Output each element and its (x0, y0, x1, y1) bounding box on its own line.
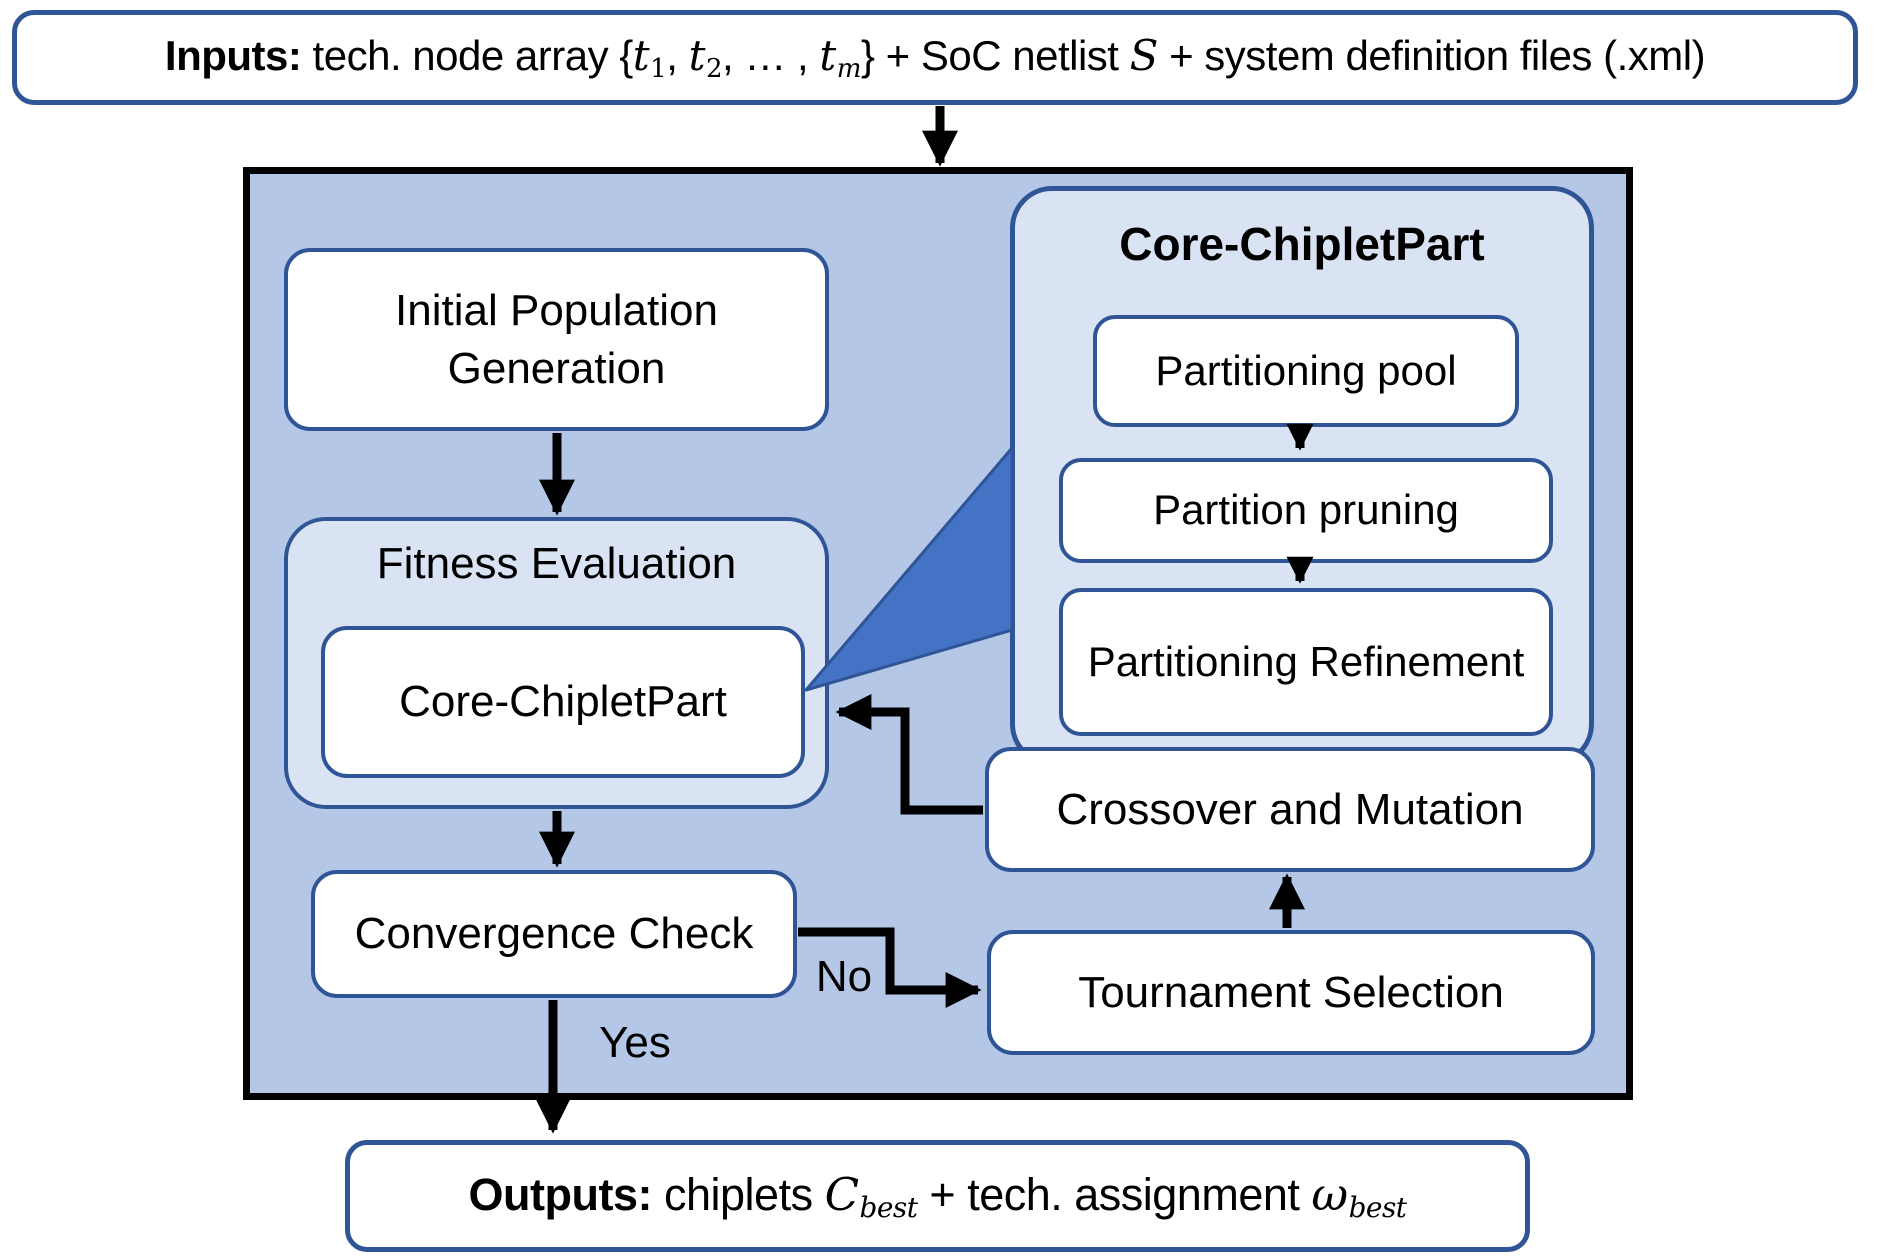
node-convergence-check: Convergence Check (311, 870, 797, 998)
inputs-text: Inputs: tech. node array {t1, t2, … , tm… (164, 30, 1706, 85)
outputs-text: Outputs: chiplets Cbest + tech. assignme… (468, 1167, 1407, 1225)
node-label: Tournament Selection (1078, 967, 1504, 1017)
group-core-chipletpart-detail: Core-ChipletPart Partitioning pool Parti… (1010, 186, 1594, 766)
inputs-box: Inputs: tech. node array {t1, t2, … , tm… (12, 10, 1858, 105)
node-partition-pruning: Partition pruning (1059, 458, 1553, 563)
node-label: Partitioning Refinement (1087, 637, 1525, 685)
node-partitioning-refinement: Partitioning Refinement (1059, 588, 1553, 736)
node-label: Partitioning pool (1155, 346, 1457, 394)
outputs-box: Outputs: chiplets Cbest + tech. assignme… (345, 1140, 1530, 1252)
node-core-chipletpart: Core-ChipletPart (321, 626, 805, 778)
node-initial-population-generation: Initial Population Generation (284, 248, 829, 431)
node-tournament-selection: Tournament Selection (987, 930, 1595, 1055)
node-label: Partition pruning (1153, 486, 1459, 534)
fitness-evaluation-label: Fitness Evaluation (376, 539, 737, 588)
node-label: Convergence Check (354, 909, 754, 959)
node-crossover-and-mutation: Crossover and Mutation (985, 747, 1595, 872)
node-partitioning-pool: Partitioning pool (1093, 315, 1519, 427)
edge-label-yes: Yes (599, 1018, 671, 1067)
edge-label-no: No (815, 952, 873, 1001)
group-fitness-evaluation: Fitness Evaluation Core-ChipletPart (284, 517, 829, 809)
core-chipletpart-detail-title: Core-ChipletPart (1119, 218, 1485, 270)
node-label: Initial Population Generation (395, 286, 718, 393)
node-label: Core-ChipletPart (399, 677, 727, 727)
node-label: Crossover and Mutation (1056, 784, 1524, 834)
